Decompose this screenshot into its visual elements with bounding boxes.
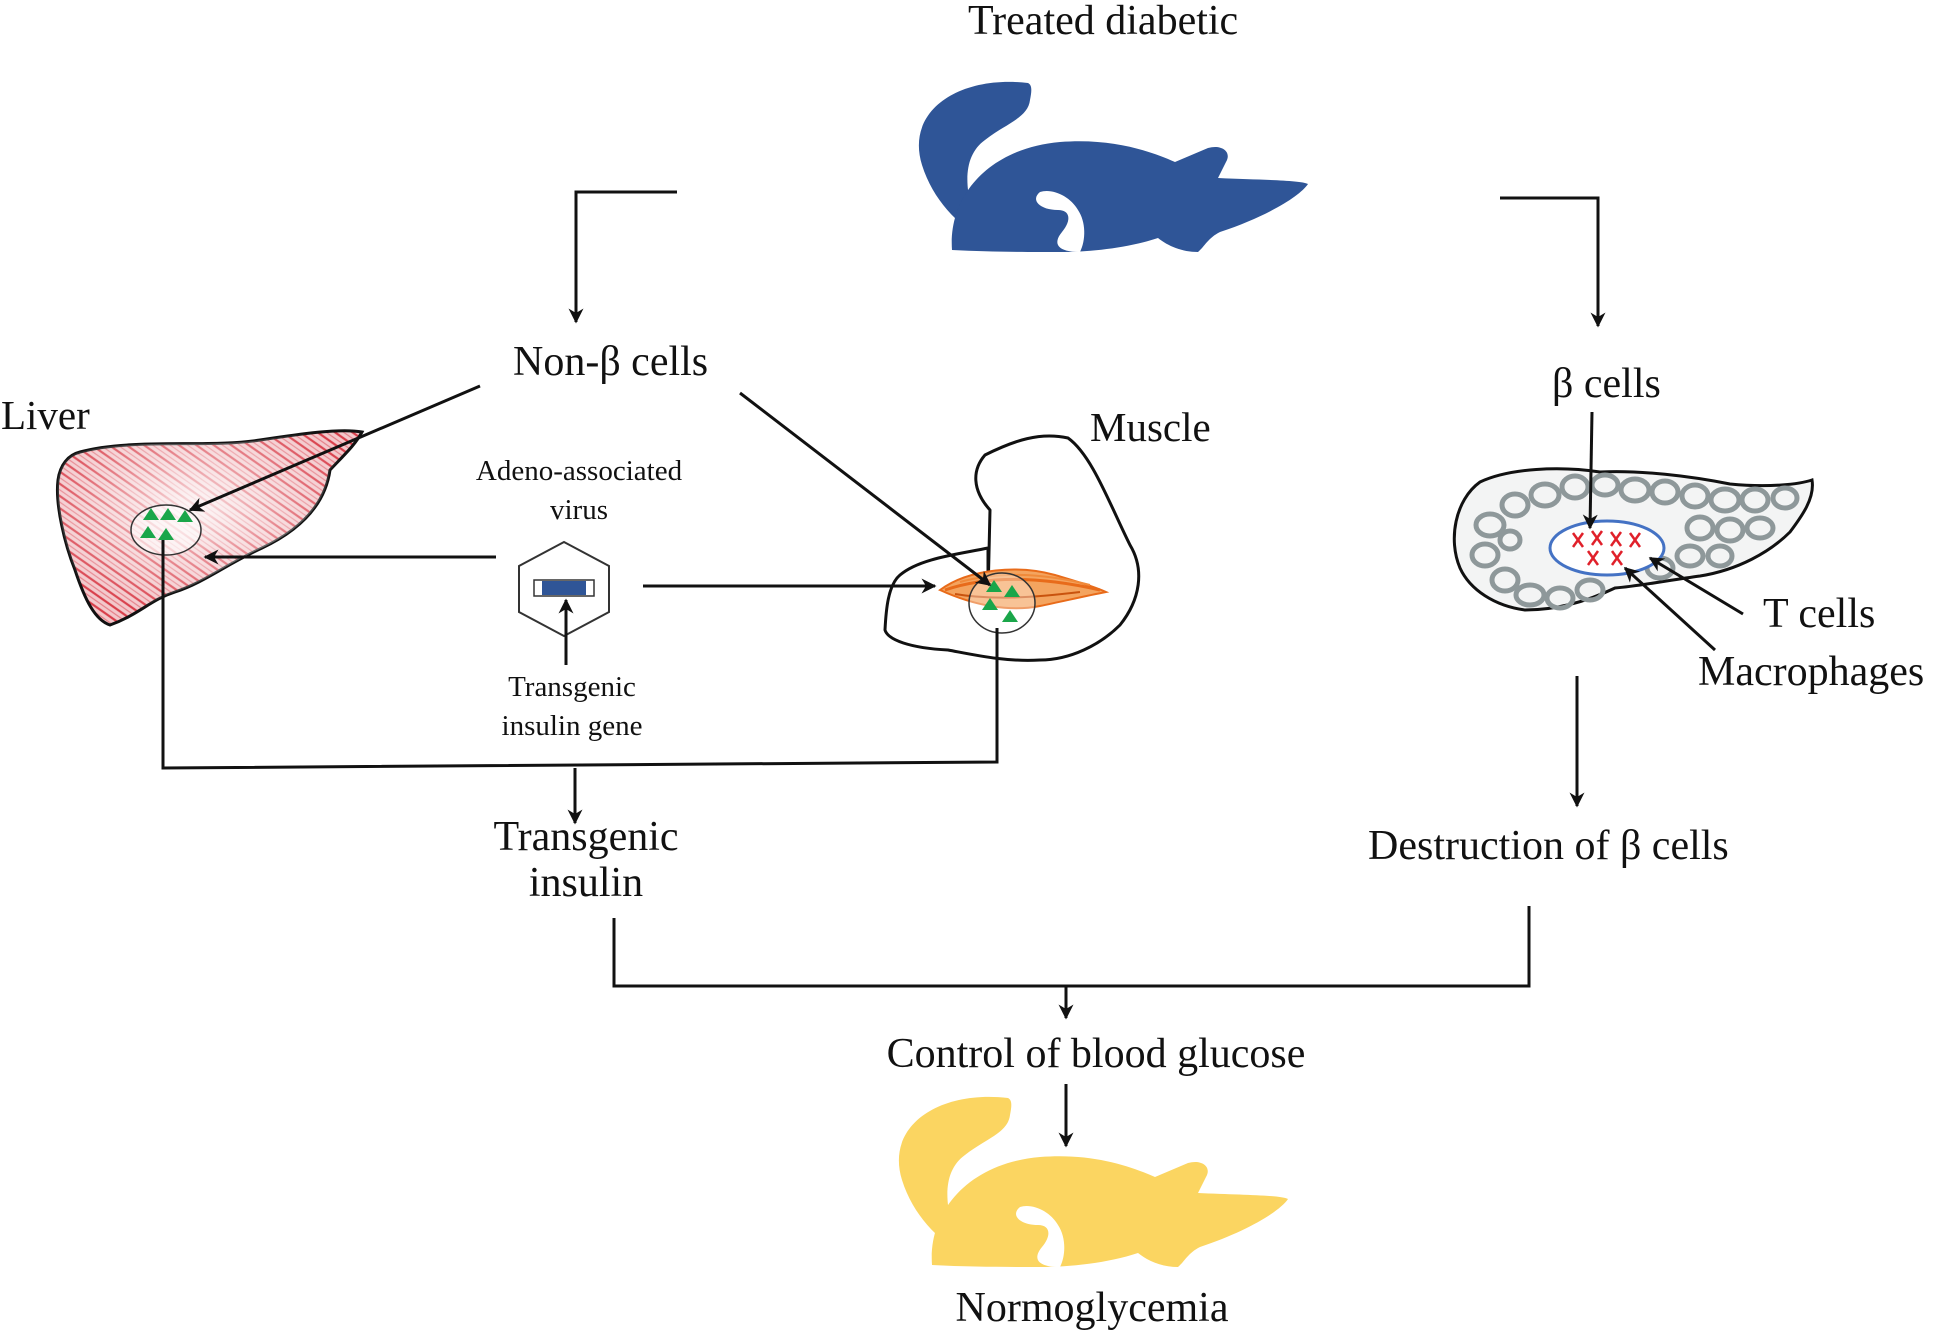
diabetic-mouse-icon: [918, 81, 1308, 253]
beta-cells-pointer-arrow: [1582, 411, 1598, 530]
liver-label: Liver: [1, 392, 90, 438]
branch-to-beta-arrow: [1500, 196, 1606, 328]
aav-label: Adeno-associated virus: [476, 452, 682, 530]
branch-to-non-beta-arrow: [568, 190, 677, 324]
insulin-collection-lines: [161, 540, 999, 825]
convergence-lines: [612, 906, 1531, 1020]
transgenic-insulin-line1: Transgenic: [493, 814, 679, 860]
gene-label-line1: Transgenic: [508, 671, 636, 703]
hexagon-virus-icon: [518, 540, 610, 638]
muscle-label: Muscle: [1090, 404, 1211, 450]
muscle-transduced-cell: [968, 572, 1036, 634]
transgenic-gene-label: Transgenic insulin gene: [502, 668, 643, 746]
liver-organ: [55, 429, 365, 627]
macrophages-pointer-arrow: [1623, 566, 1717, 652]
non-beta-cells-label: Non-β cells: [513, 339, 709, 385]
gene-label-line2: insulin gene: [501, 710, 643, 743]
t-cells-pointer-arrow: [1648, 556, 1744, 616]
normoglycemia-label: Normoglycemia: [955, 1285, 1229, 1331]
aav-label-line1: Adeno-associated: [475, 455, 683, 487]
treated-diabetic-label: Treated diabetic: [968, 0, 1239, 44]
normoglycemic-mouse-icon: [898, 1096, 1288, 1267]
transgenic-insulin-label: Transgenic insulin: [493, 814, 678, 906]
blood-glucose-control-label: Control of blood glucose: [886, 1031, 1306, 1077]
non-beta-to-muscle-arrow: [739, 391, 992, 587]
t-cells-label: T cells: [1763, 591, 1876, 637]
pancreatic-islet: [1548, 519, 1666, 577]
destruction-label: Destruction of β cells: [1368, 823, 1729, 869]
aav-label-line2: virus: [550, 494, 608, 527]
macrophages-label: Macrophages: [1698, 649, 1925, 695]
transgenic-insulin-line2: insulin: [528, 860, 644, 907]
beta-cells-label: β cells: [1552, 361, 1661, 407]
liver-transduced-cell: [130, 504, 202, 556]
flexed-arm-muscle: [883, 434, 1141, 662]
non-beta-to-liver-arrow: [188, 384, 481, 512]
